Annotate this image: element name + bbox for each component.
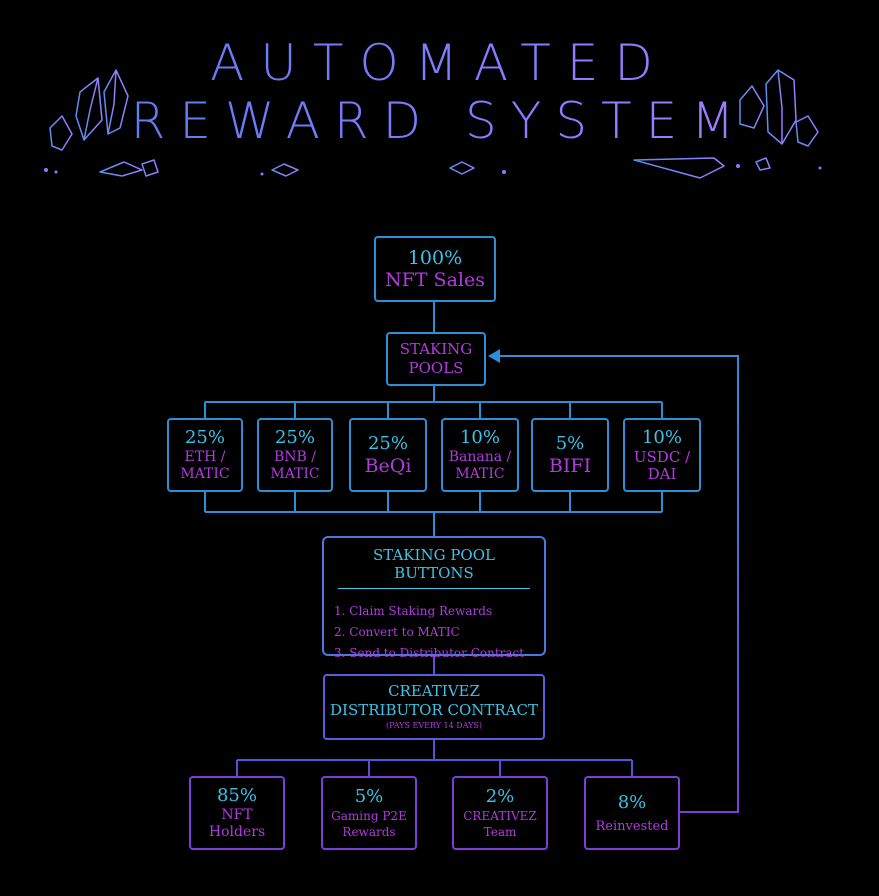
output-label: Gaming P2E Rewards — [331, 809, 407, 839]
pool-label: ETH / MATIC — [180, 449, 230, 482]
buttons-step: 2. Convert to MATIC — [334, 625, 460, 639]
sales-label: NFT Sales — [385, 269, 485, 291]
pool-pct: 25% — [367, 433, 408, 454]
output-label: NFT Holders — [208, 807, 266, 840]
distributor-title: DISTRIBUTOR CONTRACT — [330, 701, 538, 719]
pool-box: 25% BeQi — [349, 418, 427, 492]
output-box: 85% NFT Holders — [189, 776, 285, 850]
output-pct: 8% — [617, 791, 647, 813]
staking-label: STAKING POOLS — [399, 340, 473, 377]
staking-pools-box: STAKING POOLS — [386, 332, 486, 386]
sales-pct: 100% — [407, 247, 463, 269]
output-box: 5% Gaming P2E Rewards — [321, 776, 417, 850]
distributor-name: CREATIVEZ — [388, 682, 480, 700]
distributor-note: (PAYS EVERY 14 DAYS) — [385, 721, 483, 730]
pool-label: BeQi — [364, 455, 412, 477]
buttons-step: 3. Send to Distributor Contract — [334, 646, 525, 660]
pool-label: BIFI — [548, 455, 592, 477]
output-pct: 85% — [216, 785, 257, 806]
output-pct: 5% — [354, 786, 384, 807]
output-label: CREATIVEZ Team — [463, 809, 537, 839]
pool-label: BNB / MATIC — [270, 449, 320, 482]
title-line-1: AUTOMATED — [0, 34, 879, 92]
distributor-contract-box: CREATIVEZ DISTRIBUTOR CONTRACT (PAYS EVE… — [323, 674, 545, 740]
pool-box: 10% Banana / MATIC — [441, 418, 519, 492]
pool-pct: 25% — [274, 427, 315, 448]
staking-pool-buttons-box: STAKING POOL BUTTONS 1. Claim Staking Re… — [322, 536, 546, 660]
output-label: Reinvested — [595, 818, 669, 834]
pool-label: USDC / DAI — [633, 448, 691, 483]
pool-pct: 5% — [555, 433, 585, 454]
pool-label: Banana / MATIC — [448, 449, 512, 482]
pool-box: 25% ETH / MATIC — [167, 418, 243, 492]
output-box: 8% Reinvested — [584, 776, 680, 850]
buttons-title: STAKING POOL BUTTONS — [338, 546, 530, 589]
pool-box: 10% USDC / DAI — [623, 418, 701, 492]
pool-pct: 25% — [184, 427, 225, 448]
buttons-step: 1. Claim Staking Rewards — [334, 604, 493, 618]
pool-pct: 10% — [641, 427, 682, 448]
pool-pct: 10% — [459, 427, 500, 448]
crystal-decoration-icon — [44, 69, 822, 179]
output-box: 2% CREATIVEZ Team — [452, 776, 548, 850]
title-line-2: REWARD SYSTEM — [0, 92, 879, 150]
pool-box: 25% BNB / MATIC — [257, 418, 333, 492]
output-pct: 2% — [485, 786, 515, 807]
pool-box: 5% BIFI — [531, 418, 609, 492]
nft-sales-box: 100% NFT Sales — [374, 236, 496, 302]
